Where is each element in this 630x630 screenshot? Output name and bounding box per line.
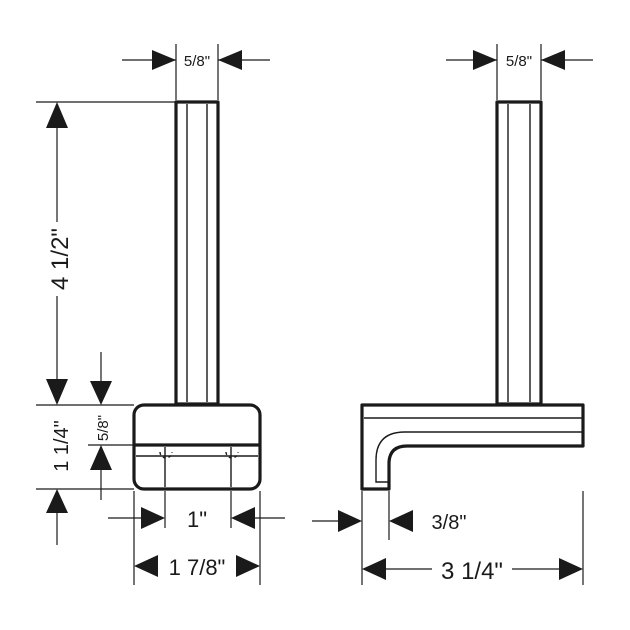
dim-label: 4 1/2": [47, 228, 74, 290]
front-post: [174, 100, 220, 406]
front-base-mount-hole: [225, 451, 239, 459]
dim-label: 3 1/4": [441, 558, 503, 585]
dim-label: 5/8": [184, 53, 210, 70]
dim-front-base-height: 1 1/4": [36, 420, 134, 545]
dim-side-foot-width: 3/8": [312, 491, 466, 585]
dim-label: 1 1/4": [51, 420, 73, 472]
dim-front-base-inner: 5/8": [88, 352, 134, 500]
dim-label: 5/8": [506, 53, 532, 70]
front-base: [132, 403, 262, 491]
dim-label: 1": [187, 507, 207, 532]
dim-front-height: 4 1/2": [36, 101, 176, 406]
dim-label: 1 7/8": [169, 555, 226, 580]
front-view: [132, 100, 262, 491]
side-post: [495, 100, 543, 406]
side-base: [360, 403, 585, 491]
side-base-inner-curve: [375, 431, 582, 483]
dim-front-top-width: 5/8": [122, 44, 270, 100]
dim-front-inner-width: 1": [108, 491, 285, 532]
dim-label: 3/8": [432, 512, 467, 534]
dim-side-top-width: 5/8": [446, 44, 593, 100]
side-view: [360, 100, 585, 491]
dim-label: 5/8": [95, 415, 112, 441]
dim-side-overall-depth: 3 1/4": [362, 491, 584, 585]
dim-front-overall-width: 1 7/8": [133, 491, 261, 585]
front-base-mount-hole: [159, 451, 173, 459]
